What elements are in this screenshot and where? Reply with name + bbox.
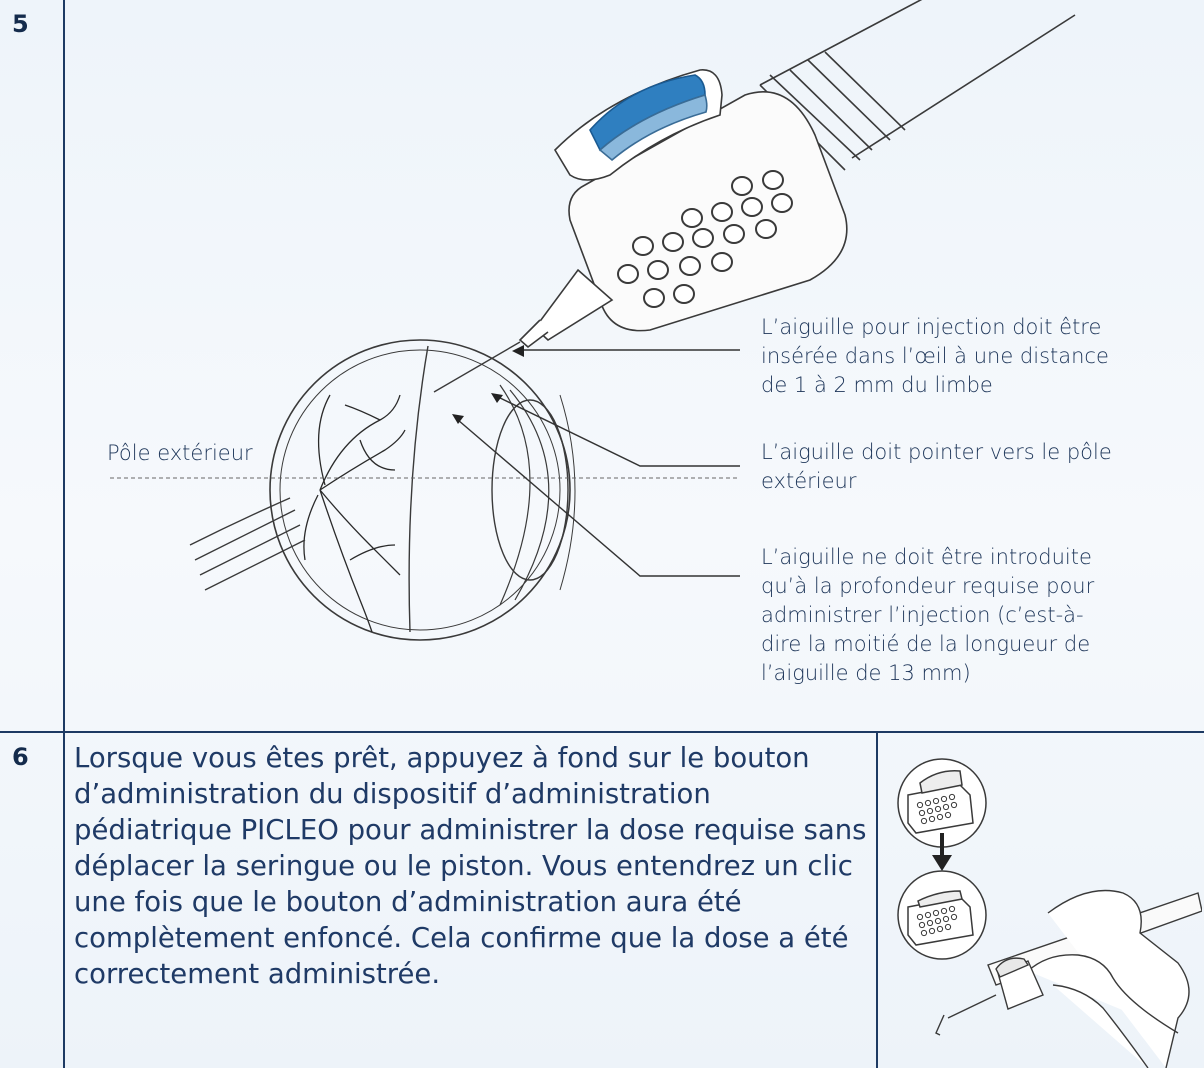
after-press-detail	[898, 871, 986, 959]
optic-nerve	[190, 498, 305, 590]
note-line: de 1 à 2 mm du limbe	[761, 371, 1181, 400]
needle-depth-note: L’aiguille ne doit être introduite qu’à …	[761, 543, 1181, 688]
press-button-illustration	[878, 733, 1202, 1068]
eyeball	[270, 340, 575, 640]
note-line: administrer l’injection (c’est-à-	[761, 601, 1181, 630]
outer-pole-label: Pôle extérieur	[107, 439, 253, 468]
note-line: L’aiguille pour injection doit être	[761, 313, 1181, 342]
note-line: insérée dans l’œil à une distance	[761, 342, 1181, 371]
note-line: qu’à la profondeur requise pour	[761, 572, 1181, 601]
note-line: L’aiguille doit pointer vers le pôle	[761, 438, 1181, 467]
note-line: L’aiguille ne doit être introduite	[761, 543, 1181, 572]
needle	[434, 270, 612, 392]
step6-instruction: Lorsque vous êtes prêt, appuyez à fond s…	[74, 740, 874, 992]
needle-direction-note: L’aiguille doit pointer vers le pôle ext…	[761, 438, 1181, 496]
note-line: extérieur	[761, 467, 1181, 496]
insertion-distance-note: L’aiguille pour injection doit être insé…	[761, 313, 1181, 400]
note-line: dire la moitié de la longueur de	[761, 630, 1181, 659]
retina-veins	[304, 395, 405, 632]
step-number-6: 6	[12, 743, 29, 771]
note-line: l’aiguille de 13 mm)	[761, 659, 1181, 688]
leader-lines	[458, 350, 740, 576]
